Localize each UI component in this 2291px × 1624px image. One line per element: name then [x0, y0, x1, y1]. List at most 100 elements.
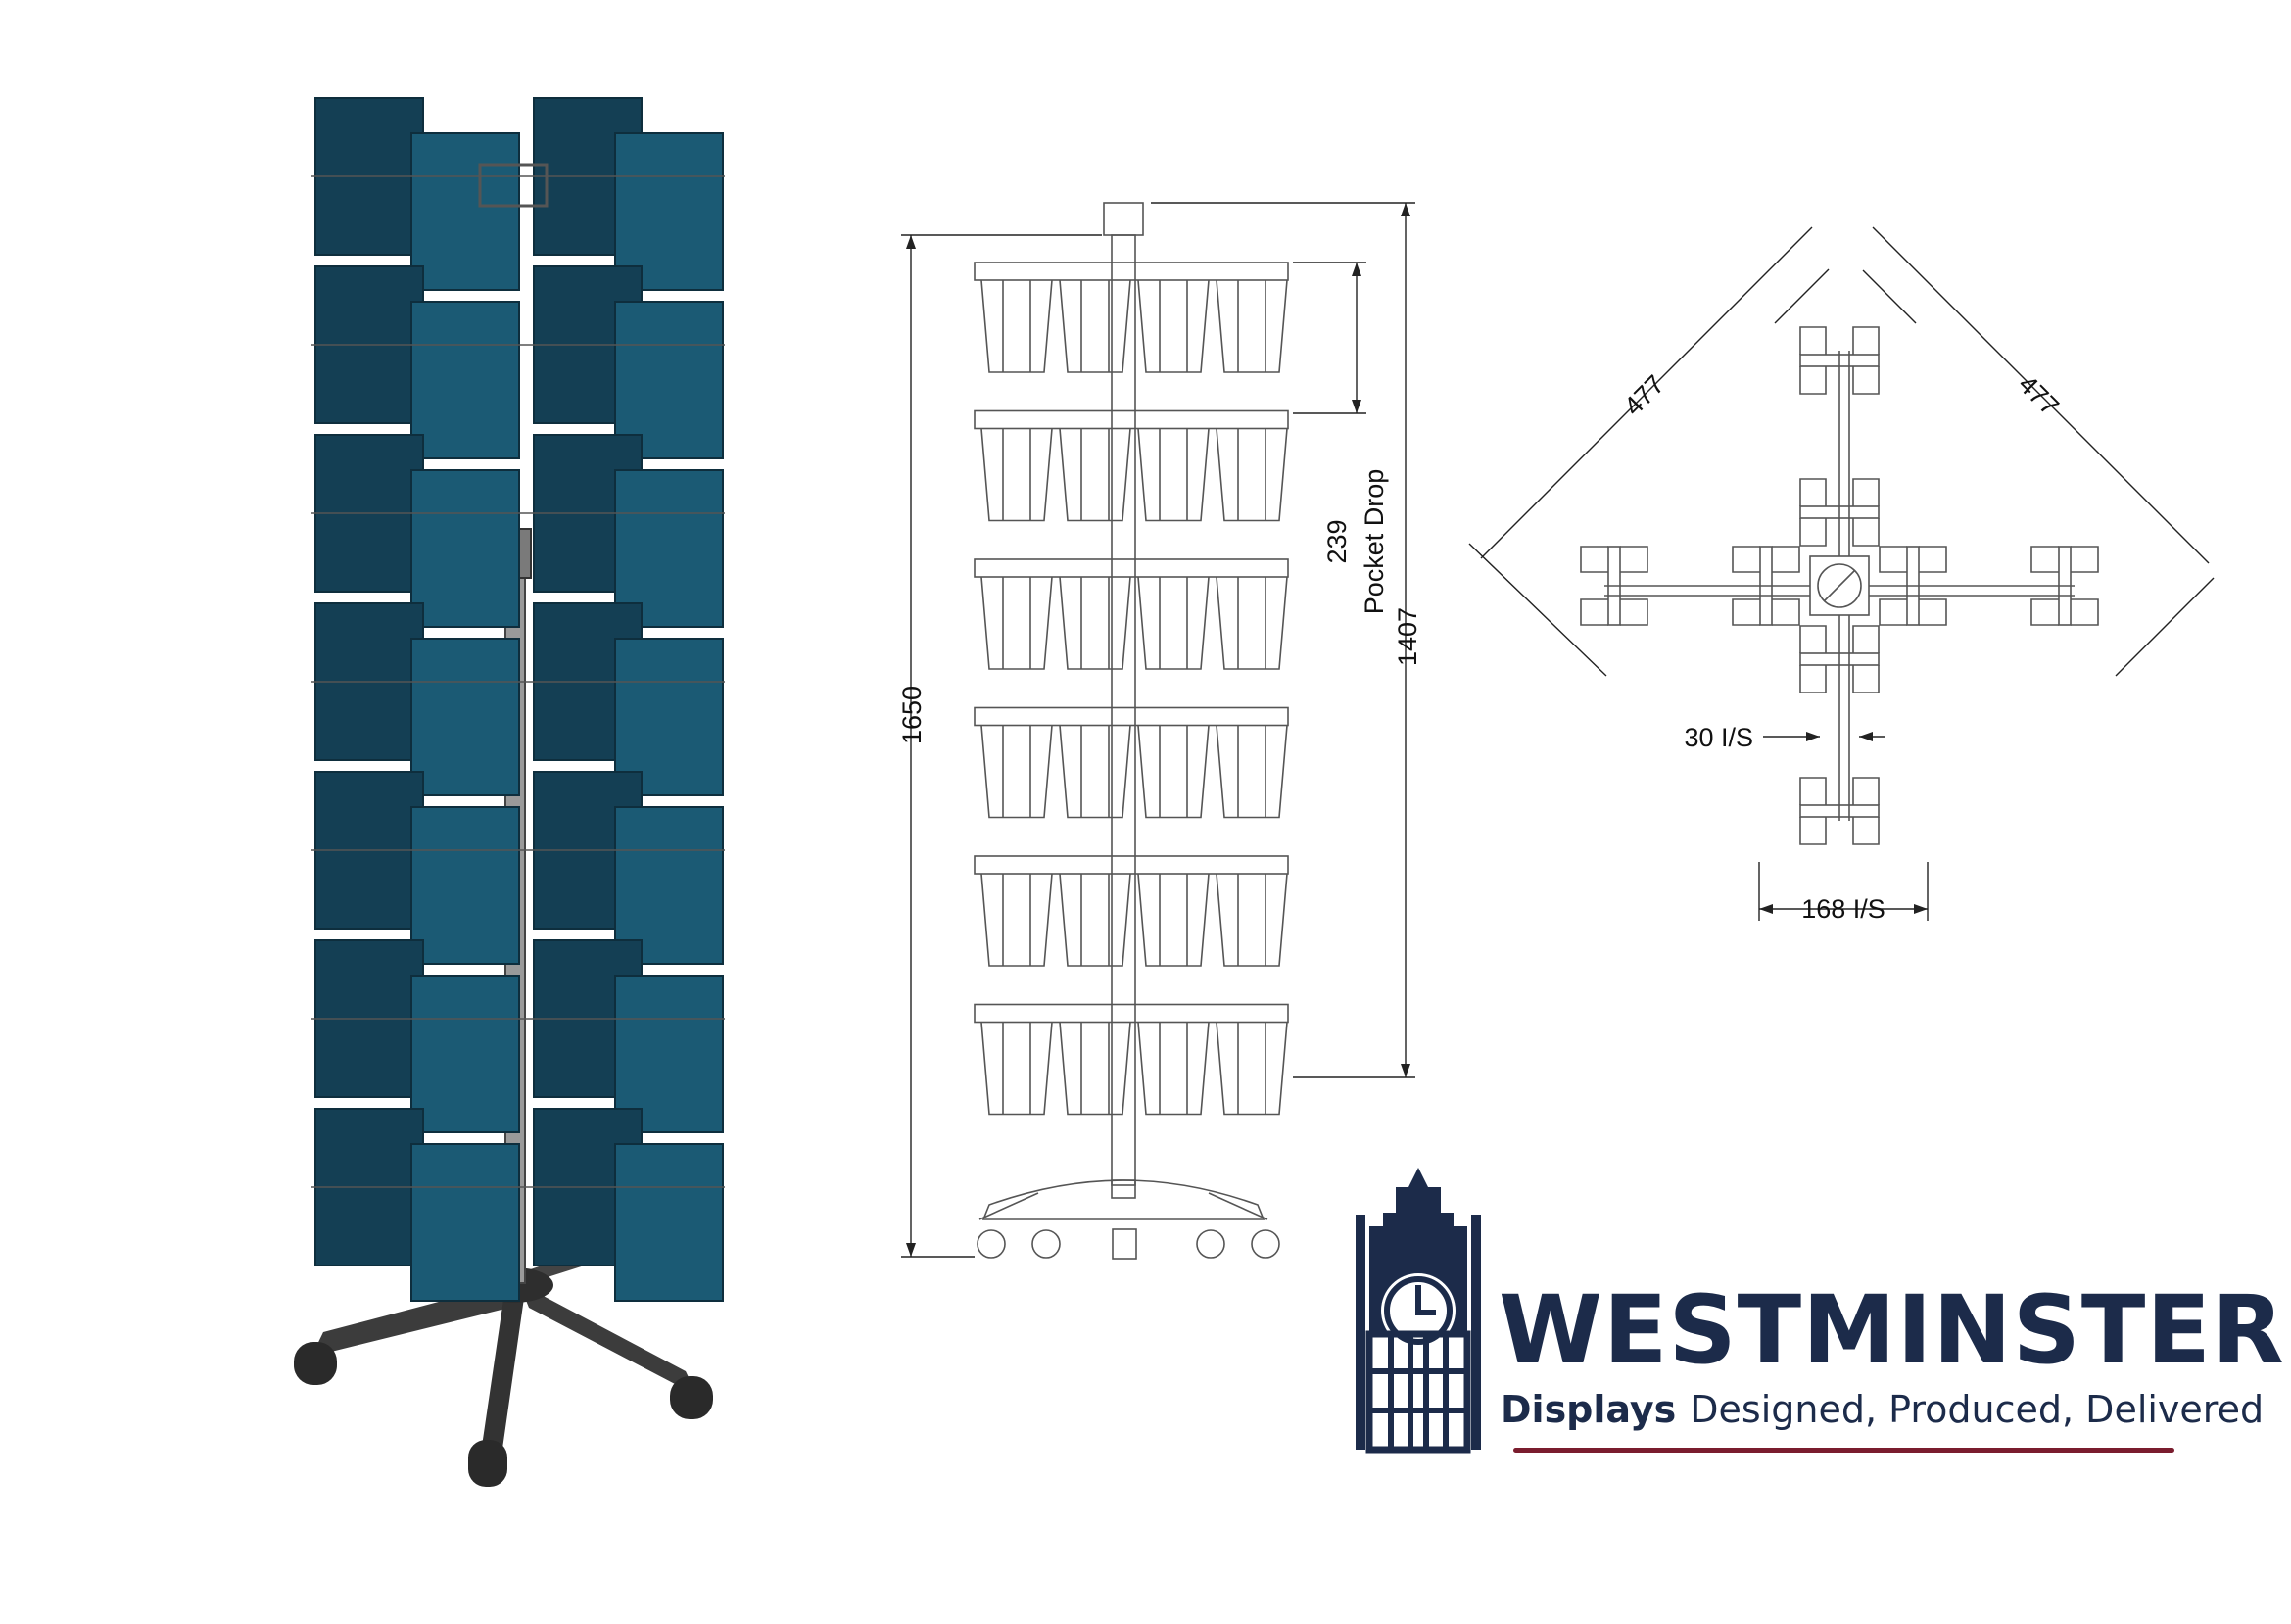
front-tier: [974, 1003, 1289, 1116]
front-pocket: [1137, 873, 1210, 967]
front-tier-rail: [974, 706, 1289, 727]
front-pocket: [1059, 1022, 1131, 1116]
plan-view-drawing: 477 477 30 I/S 168 I/S: [1468, 226, 2215, 924]
plan-dimension-lines: [1468, 226, 2215, 921]
plan-pocket-bracket: [1799, 478, 1880, 547]
front-pocket: [1137, 725, 1210, 819]
pocket-panel: [614, 1143, 724, 1302]
brand-name: WESTMINSTER: [1499, 1275, 2285, 1385]
pocket-panel: [614, 975, 724, 1133]
front-pocket: [1137, 279, 1210, 373]
front-pocket: [1059, 725, 1131, 819]
caster-wheel: [977, 1229, 1006, 1259]
front-pocket: [980, 279, 1053, 373]
dimension-lines: [901, 202, 1415, 1258]
spinner-3d-render: [294, 97, 725, 1487]
front-pocket: [1216, 279, 1288, 373]
caster-wheel: [670, 1376, 713, 1419]
front-pocket: [980, 428, 1053, 522]
dim-extension: [1468, 543, 1607, 677]
front-pocket: [1137, 428, 1210, 522]
front-tier-rail: [974, 855, 1289, 875]
caster-wheel: [468, 1440, 507, 1487]
front-pocket: [980, 576, 1053, 670]
brand-tag-bold: Displays: [1501, 1388, 1677, 1431]
pocket-panel: [614, 806, 724, 965]
front-pocket: [1216, 1022, 1288, 1116]
dimension-arrows: [906, 203, 1410, 1257]
pocket-panel: [410, 975, 520, 1133]
plan-dimension-arrows: [1759, 732, 1928, 914]
front-pocket: [1059, 279, 1131, 373]
center-pole: [1111, 234, 1136, 1186]
caster-wheel: [1251, 1229, 1280, 1259]
caster-wheel: [1112, 1228, 1137, 1260]
pocket-panel: [410, 806, 520, 965]
base-hub: [1111, 1179, 1136, 1199]
plan-pocket-bracket: [1879, 546, 1947, 626]
front-pocket: [980, 725, 1053, 819]
front-base: [977, 1179, 1280, 1260]
front-tier: [974, 558, 1289, 670]
front-elevation-drawing: 1650 1407 239 Pocket Drop: [897, 202, 1422, 1260]
brand-tag-rest: Designed, Produced, Delivered: [1690, 1388, 2265, 1431]
front-pocket: [1216, 873, 1288, 967]
dim-total-height-label: 1650: [897, 686, 927, 744]
pocket-panel: [410, 1143, 520, 1302]
dim-diag-right-line: [1872, 226, 2210, 564]
brand-tagline: Displays Designed, Produced, Delivered: [1501, 1391, 2264, 1428]
front-tier: [974, 706, 1289, 819]
front-pocket: [1137, 1022, 1210, 1116]
dim-extension: [1862, 269, 1917, 324]
dim-diag-left-line: [1480, 226, 1813, 559]
front-pocket: [1059, 428, 1131, 522]
base-leg: [480, 1293, 524, 1469]
pocket-panel: [614, 638, 724, 796]
pocket-panel: [410, 638, 520, 796]
top-hanger: [1103, 202, 1144, 236]
render-pocket-grid: [311, 97, 725, 1302]
pocket-panel: [614, 301, 724, 459]
front-pocket: [980, 1022, 1053, 1116]
front-tier-rail: [974, 1003, 1289, 1024]
plan-pocket-bracket: [1799, 777, 1880, 845]
plan-hub: [1809, 555, 1870, 616]
pocket-panel: [614, 469, 724, 628]
dim-pocket-label: Pocket Drop: [1360, 469, 1389, 615]
caster-wheel: [1196, 1229, 1225, 1259]
front-tier: [974, 855, 1289, 967]
front-base-arms: [978, 1192, 1268, 1220]
base-leg: [519, 1283, 697, 1396]
pocket-panel: [614, 132, 724, 291]
dim-pocket-value: 239: [1322, 519, 1352, 563]
plan-pocket-bracket: [1580, 546, 1648, 626]
plan-pocket-bracket: [2030, 546, 2099, 626]
plan-pole: [1817, 563, 1862, 608]
dim-width-label: 168 I/S: [1801, 894, 1885, 924]
front-pocket: [980, 873, 1053, 967]
front-pocket: [1059, 576, 1131, 670]
plan-pocket-bracket: [1799, 625, 1880, 693]
dim-gap-label: 30 I/S: [1684, 723, 1753, 752]
front-pocket: [1137, 576, 1210, 670]
big-ben-logo-icon: [1356, 1168, 1481, 1454]
plan-pole: [1823, 569, 1856, 602]
front-pocket: [1216, 576, 1288, 670]
dim-extension: [1774, 268, 1830, 324]
plan-pocket-bracket: [1799, 326, 1880, 395]
pocket-panel: [410, 301, 520, 459]
pocket-panel: [410, 132, 520, 291]
plan-pocket-bracket: [1732, 546, 1800, 626]
front-base-arms: [981, 1179, 1265, 1220]
front-pocket: [1059, 873, 1131, 967]
dim-diag-right-label: 477: [2013, 369, 2065, 421]
caster-wheel: [1031, 1229, 1061, 1259]
front-tier-rail: [974, 558, 1289, 578]
brand-underline: [1513, 1448, 2174, 1453]
pocket-panel: [410, 469, 520, 628]
front-pocket: [1216, 725, 1288, 819]
caster-wheel: [294, 1342, 337, 1385]
front-pocket: [1216, 428, 1288, 522]
